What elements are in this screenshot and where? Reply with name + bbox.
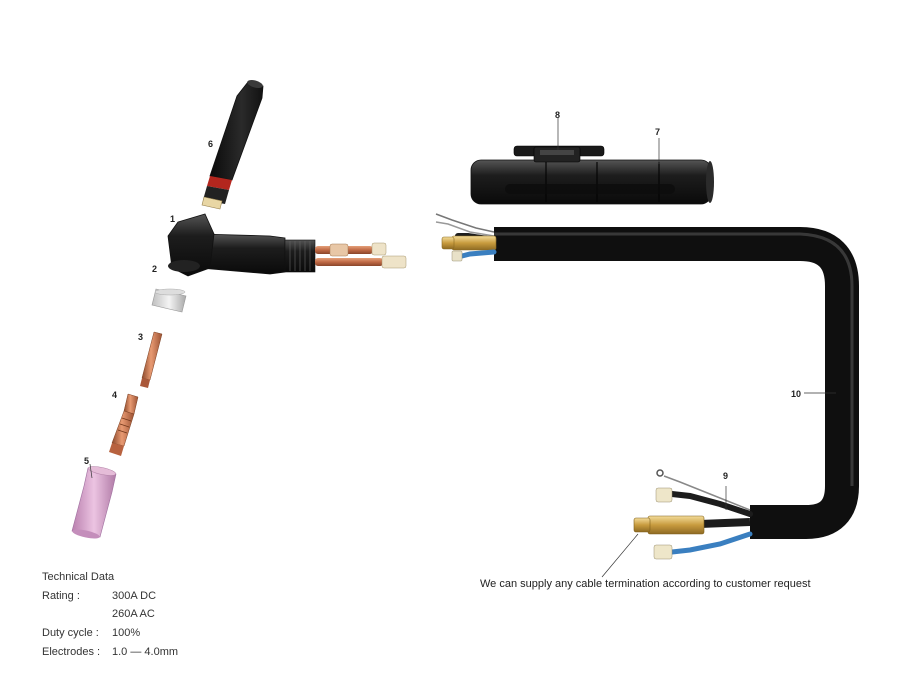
part-label-6: 6 [208,139,213,149]
switch [513,145,605,163]
duty-cycle-label: Duty cycle : [42,627,99,639]
part-label-8: 8 [555,110,560,120]
power-cable [494,227,859,539]
rating-label: Rating : [42,590,80,602]
part-label-7: 7 [655,127,660,137]
collet [140,331,163,388]
part-label-4: 4 [112,390,117,400]
back-cap [201,80,264,210]
torch-head [167,213,407,277]
lower-cable-end [633,469,753,560]
duty-cycle-value: 100% [112,627,141,639]
collet-body [109,393,139,456]
part-label-1: 1 [170,214,175,224]
part-label-9: 9 [723,471,728,481]
part-label-10: 10 [791,389,801,399]
heat-shield-gasket [151,288,187,313]
handle [470,159,714,205]
part-label-5: 5 [84,456,89,466]
ceramic-nozzle [71,466,117,539]
cable-termination-note: We can supply any cable termination acco… [480,578,811,590]
rating-ac-value: 260A AC [112,608,155,620]
leader-lines [89,118,836,578]
electrodes-value: 1.0 — 4.0mm [112,646,179,658]
part-label-2: 2 [152,264,157,274]
part-label-3: 3 [138,332,143,342]
rating-dc-value: 300A DC [112,590,157,602]
tech-data-title: Technical Data [42,571,115,583]
upper-cable-end [435,213,497,262]
electrodes-label: Electrodes : [42,646,101,658]
